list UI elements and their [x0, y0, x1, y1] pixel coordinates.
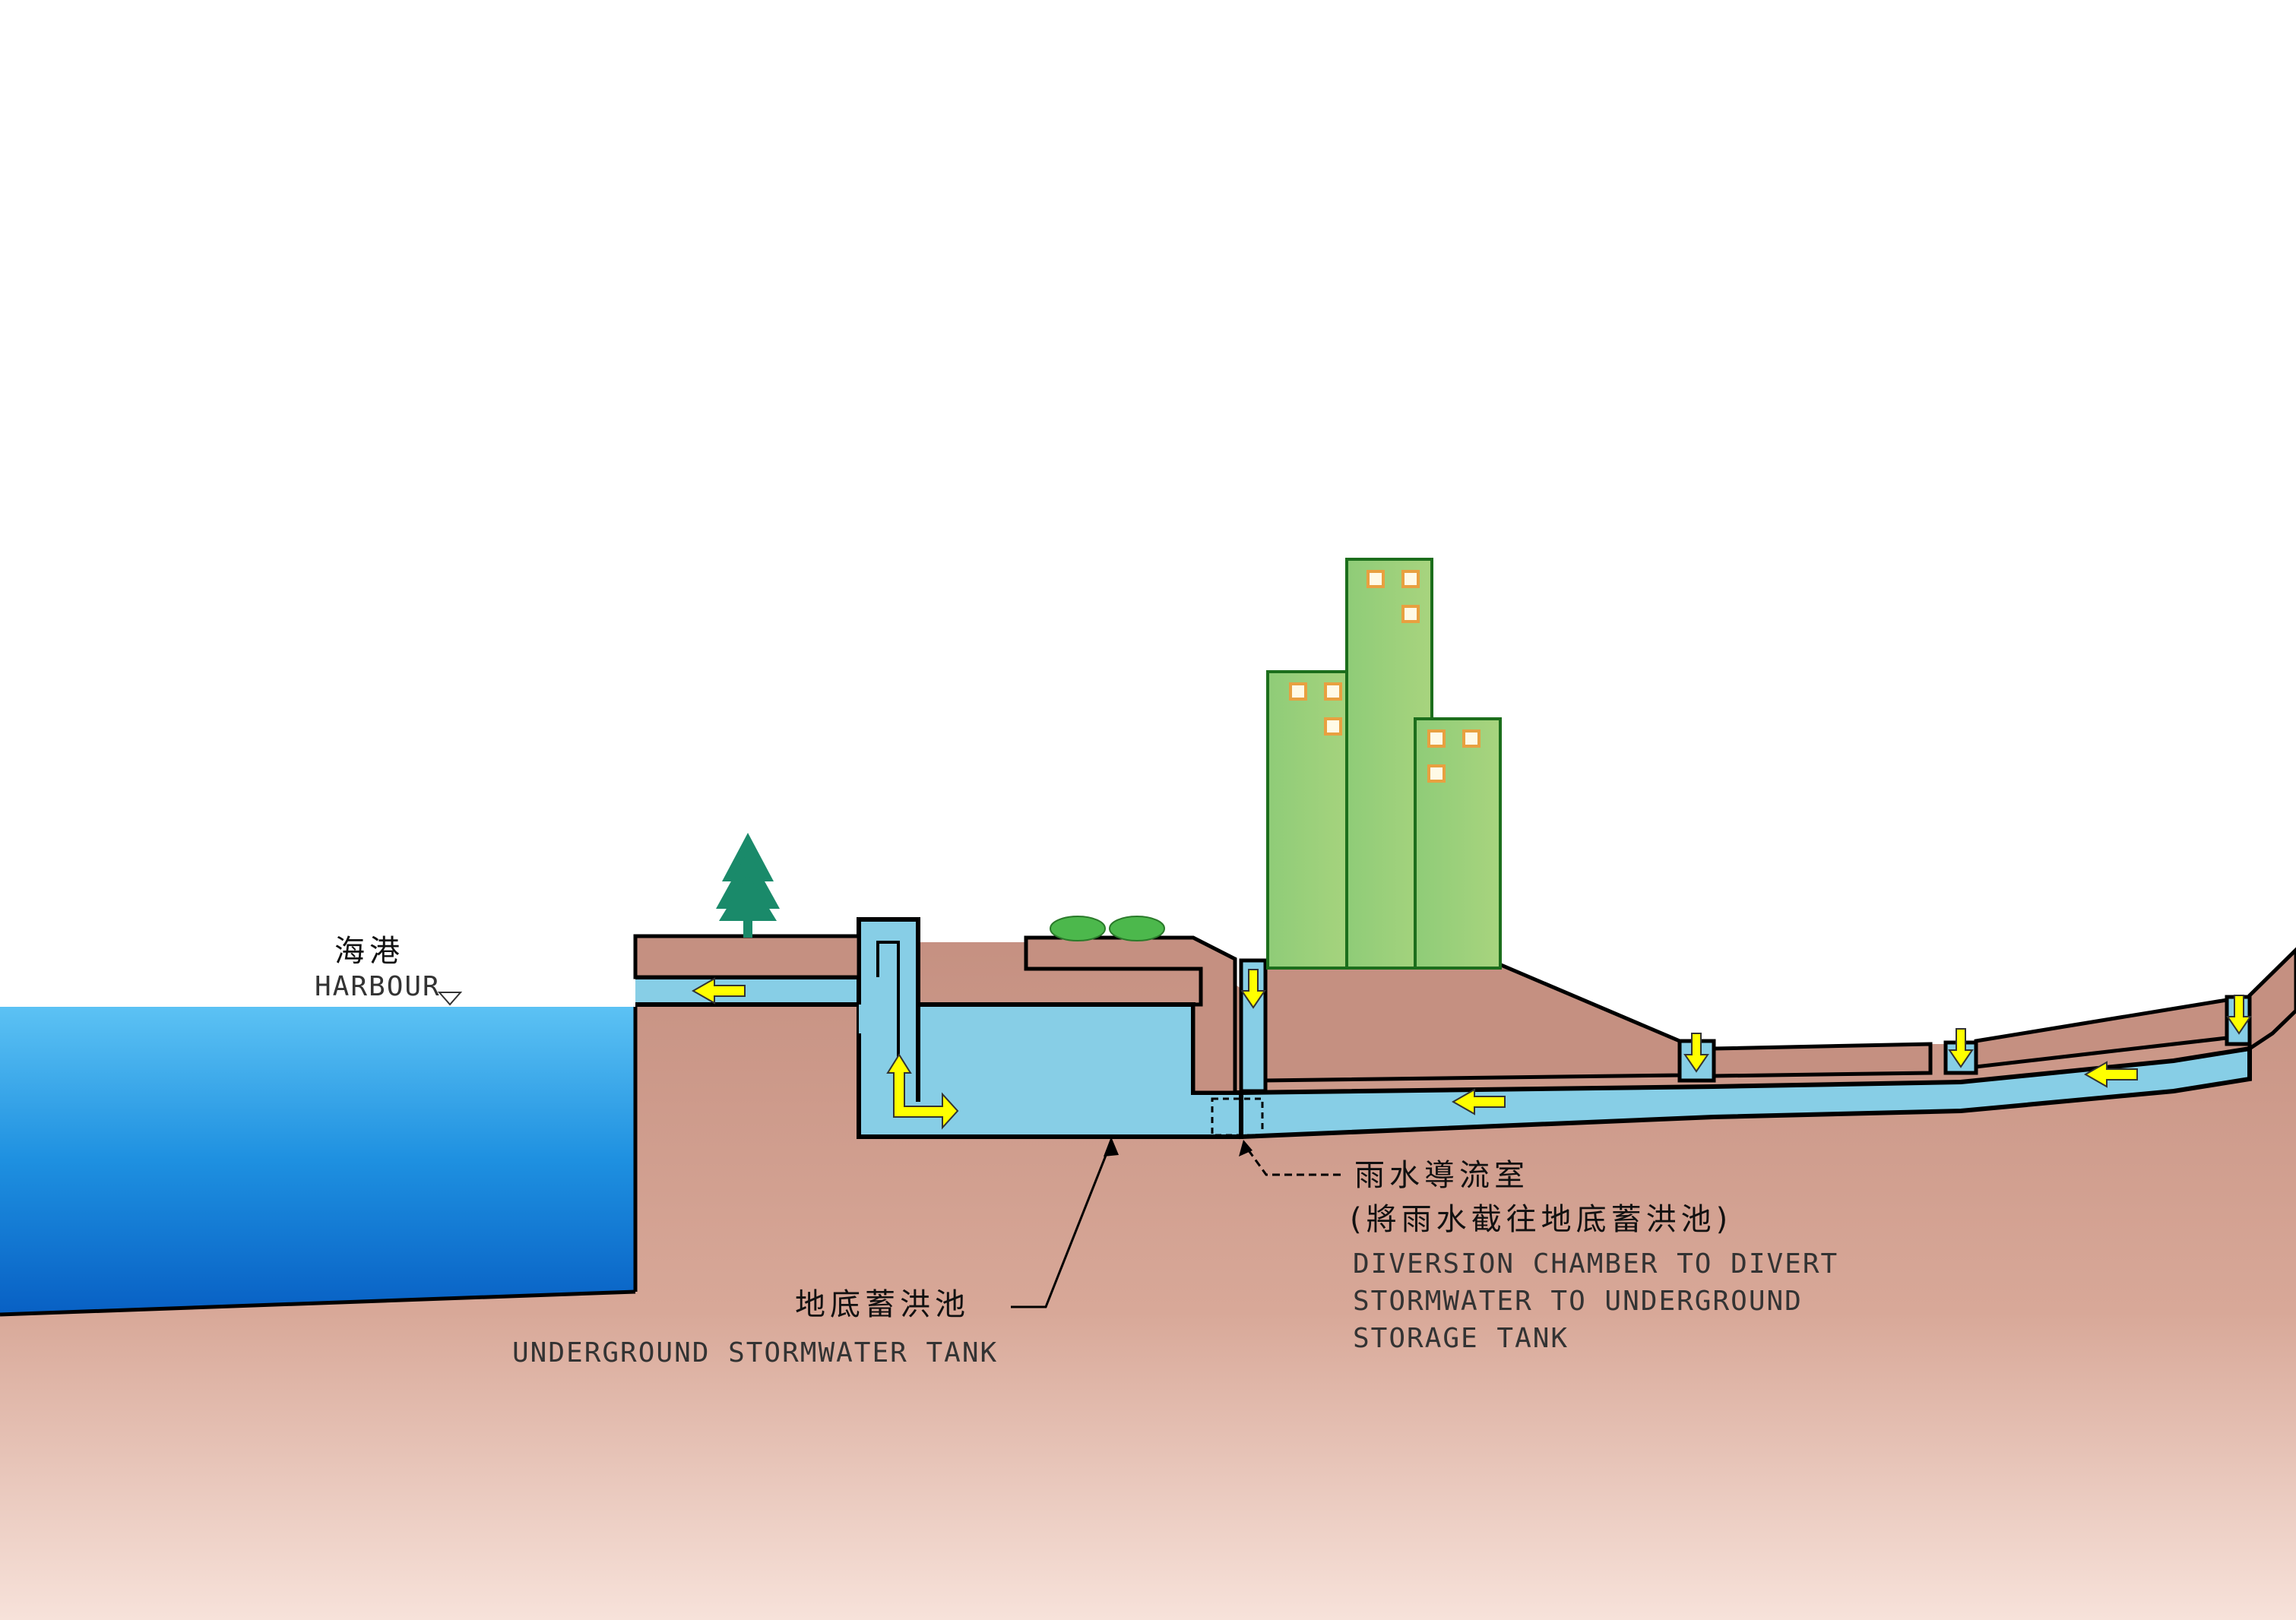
chamber-label-en-2: STORMWATER TO UNDERGROUND — [1353, 1286, 1803, 1317]
chamber-label-cn-2: (將雨水截往地底蓄洪池) — [1350, 1202, 1732, 1237]
buildings — [1266, 558, 1502, 970]
chamber-label-cn-1: 雨水導流室 — [1354, 1158, 1529, 1193]
window — [1462, 729, 1481, 748]
tank-label-cn: 地底蓄洪池 — [795, 1287, 970, 1322]
chamber-label-en-1: DIVERSION CHAMBER TO DIVERT — [1353, 1248, 1838, 1280]
window — [1324, 682, 1342, 701]
flow-arrow-up — [886, 1053, 959, 1130]
tank-leader-arrowhead — [1104, 1137, 1119, 1156]
tank-label-en: UNDERGROUND STORMWATER TANK — [512, 1337, 998, 1368]
sea-bottom-line — [0, 1289, 636, 1317]
soil-block-mid — [1712, 1042, 1933, 1078]
window — [1289, 682, 1307, 701]
harbour-label-en: HARBOUR — [315, 971, 441, 1002]
outfall-culvert — [635, 977, 871, 1005]
harbour-label-cn: 海港 — [334, 934, 404, 969]
tank-leader-line — [1011, 1145, 1111, 1308]
main-stormwater-drain — [1239, 1046, 2252, 1140]
outlet-shaft-inner-outline — [876, 941, 900, 1100]
tree-icon — [716, 833, 780, 938]
window — [1401, 570, 1420, 588]
chamber-label-en-3: STORAGE TANK — [1353, 1323, 1569, 1354]
waterfront-ground — [633, 934, 861, 979]
window — [1427, 764, 1446, 783]
chamber-leader-arrowhead — [1239, 1140, 1253, 1156]
diversion-chamber — [1211, 1097, 1264, 1137]
window — [1367, 570, 1385, 588]
building-left — [1266, 670, 1357, 970]
soil-block-town — [1263, 963, 1682, 1083]
bush-icon — [1050, 916, 1165, 941]
water-level-marker-icon — [437, 992, 463, 1006]
harbour-sea — [0, 1007, 635, 1315]
building-right — [1414, 717, 1502, 970]
window — [1427, 729, 1446, 748]
window — [1324, 717, 1342, 736]
window — [1401, 605, 1420, 623]
chamber-leader-line — [1245, 1147, 1341, 1176]
park-ground — [1024, 935, 1237, 1095]
